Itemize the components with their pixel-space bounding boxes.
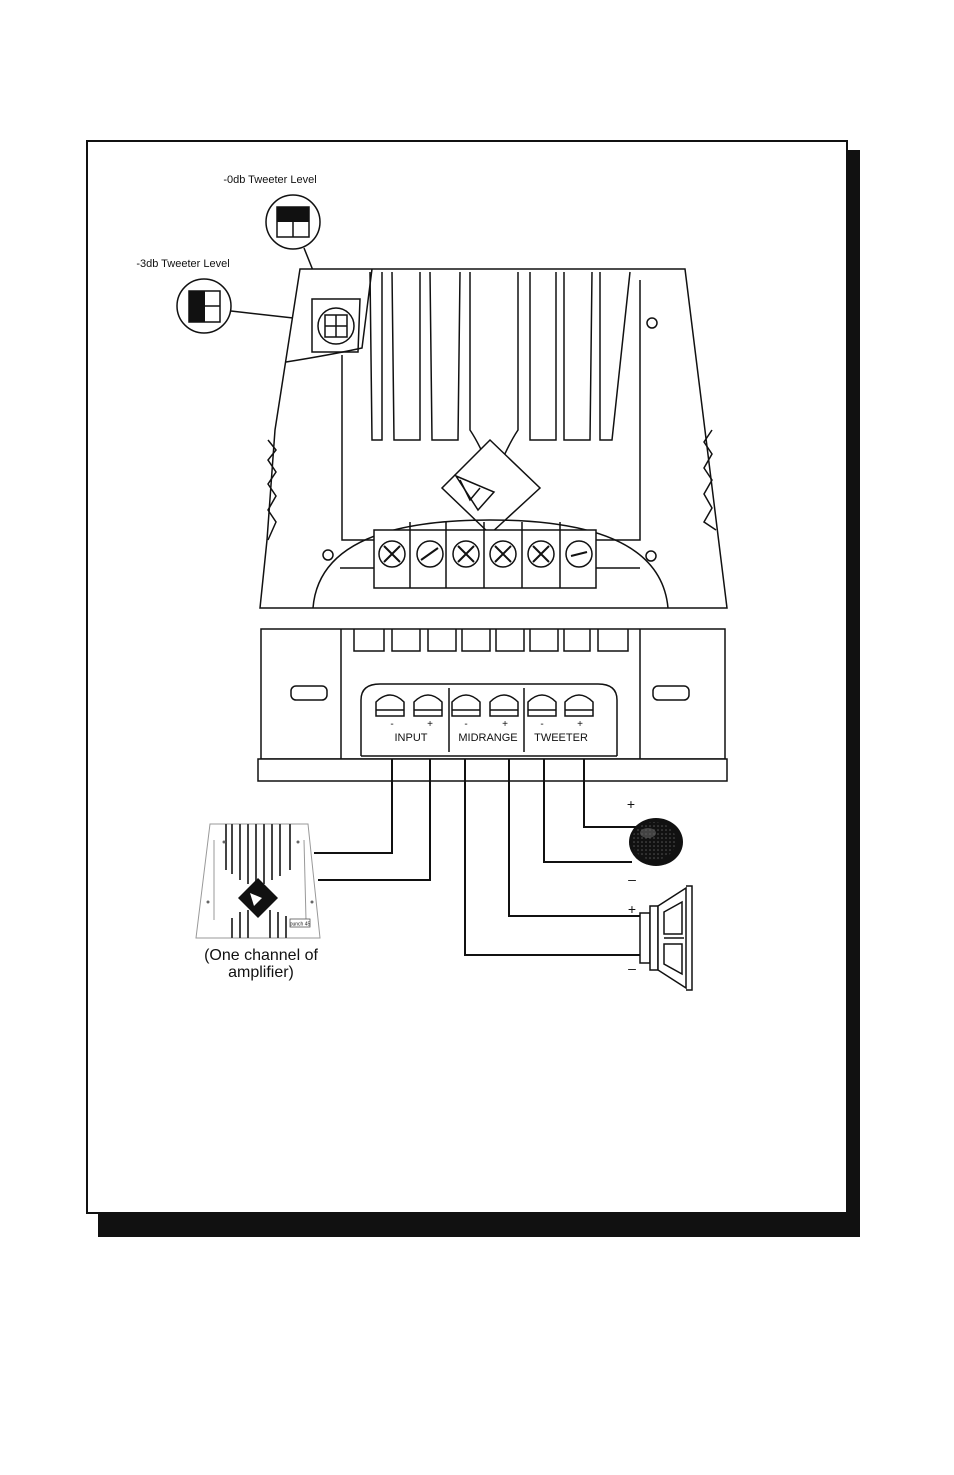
crossover-end-view: - + - + - + INPUT MIDRANGE TWEETER — [257, 628, 728, 782]
tweeter-minus-mark: - — [540, 719, 543, 730]
amplifier-caption-line1: (One channel of — [204, 947, 318, 964]
tweeter-speaker: + – — [627, 796, 683, 887]
tweeter-minus-sign: – — [628, 871, 636, 887]
midrange-minus-mark: - — [464, 719, 467, 730]
top-terminal-screws — [378, 540, 593, 568]
midrange-plus-wire — [508, 759, 640, 917]
tweeter-plus-mark: + — [577, 719, 583, 730]
amplifier-caption-line2: amplifier) — [228, 964, 294, 981]
input-label: INPUT — [395, 732, 428, 744]
amplifier-badge: punch 45 — [290, 922, 311, 928]
midrange-label: MIDRANGE — [458, 732, 517, 744]
tweeter-label: TWEETER — [534, 732, 588, 744]
minus-three-db-label: -3db Tweeter Level — [136, 258, 229, 270]
midrange-speaker: + – — [628, 885, 693, 991]
amplifier-illustration: punch 45 (One channel of amplifier) — [195, 823, 321, 981]
minus-three-db-switch-callout: -3db Tweeter Level — [136, 258, 321, 334]
tweeter-minus-wire — [543, 759, 632, 863]
crossover-top-view — [259, 268, 728, 609]
end-terminals — [375, 694, 594, 717]
input-minus-mark: - — [390, 719, 393, 730]
wiring — [314, 759, 640, 956]
woofer-minus-sign: – — [628, 960, 636, 976]
midrange-minus-wire — [464, 759, 640, 956]
tweeter-plus-sign: + — [627, 796, 635, 812]
woofer-plus-sign: + — [628, 901, 636, 917]
input-plus-mark: + — [427, 719, 433, 730]
tweeter-plus-wire — [583, 759, 640, 828]
zero-db-label: -0db Tweeter Level — [223, 174, 316, 186]
midrange-plus-mark: + — [502, 719, 508, 730]
input-plus-wire — [318, 759, 431, 881]
zero-db-switch-callout: -0db Tweeter Level — [223, 174, 331, 314]
input-minus-wire — [314, 759, 393, 854]
